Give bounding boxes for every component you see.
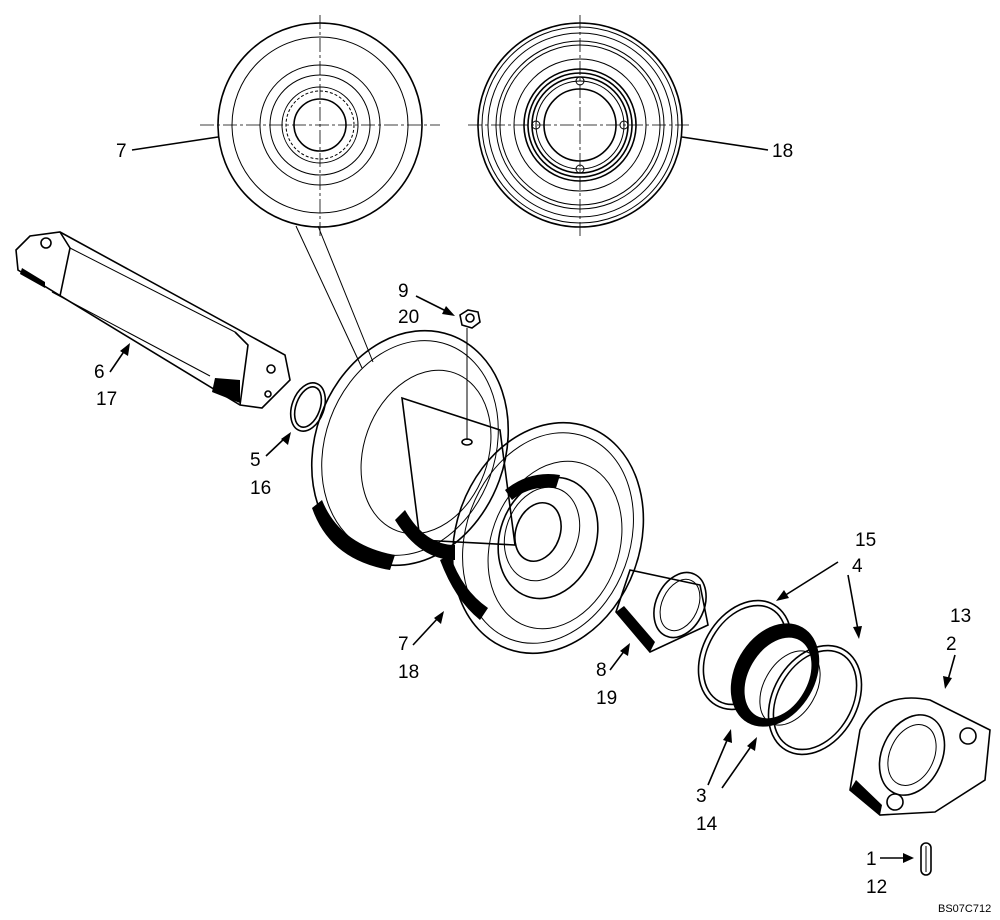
label-top-right: 18 [772,141,793,162]
label-pin2-b: 12 [866,877,887,898]
callout-arrows [109,295,956,863]
roller [310,329,645,655]
bushing [615,569,709,653]
label-bushing-a: 8 [596,660,607,681]
roll-pin [920,842,932,876]
label-pin2-a: 1 [866,849,877,870]
label-seal-ring-a: 15 [855,530,876,551]
callout-labels: 7 18 9 20 6 17 5 16 7 18 8 19 15 4 3 14 … [94,141,991,915]
seal-group [697,599,863,756]
label-top-left: 7 [116,141,127,162]
label-oring-a: 5 [250,450,261,471]
label-shaft-b: 17 [96,389,117,410]
drawing-code: BS07C712 [938,903,991,915]
label-roller-a: 7 [398,634,409,655]
o-ring [289,382,327,432]
label-oring-b: 16 [250,478,271,499]
fill-plug [459,309,481,446]
shaft [15,231,291,409]
label-bushing-b: 19 [596,688,617,709]
end-view-right [468,15,769,238]
label-seal-ring-b: 4 [852,556,863,577]
label-pin-b: 20 [398,307,419,328]
label-collar-a: 13 [950,606,971,627]
label-seal-a: 3 [696,786,707,807]
label-pin-a: 9 [398,281,409,302]
label-roller-b: 18 [398,662,419,683]
label-shaft-a: 6 [94,362,105,383]
end-view-left [131,15,440,238]
label-seal-b: 14 [696,814,718,835]
label-collar-b: 2 [946,634,957,655]
end-collar [849,697,991,816]
